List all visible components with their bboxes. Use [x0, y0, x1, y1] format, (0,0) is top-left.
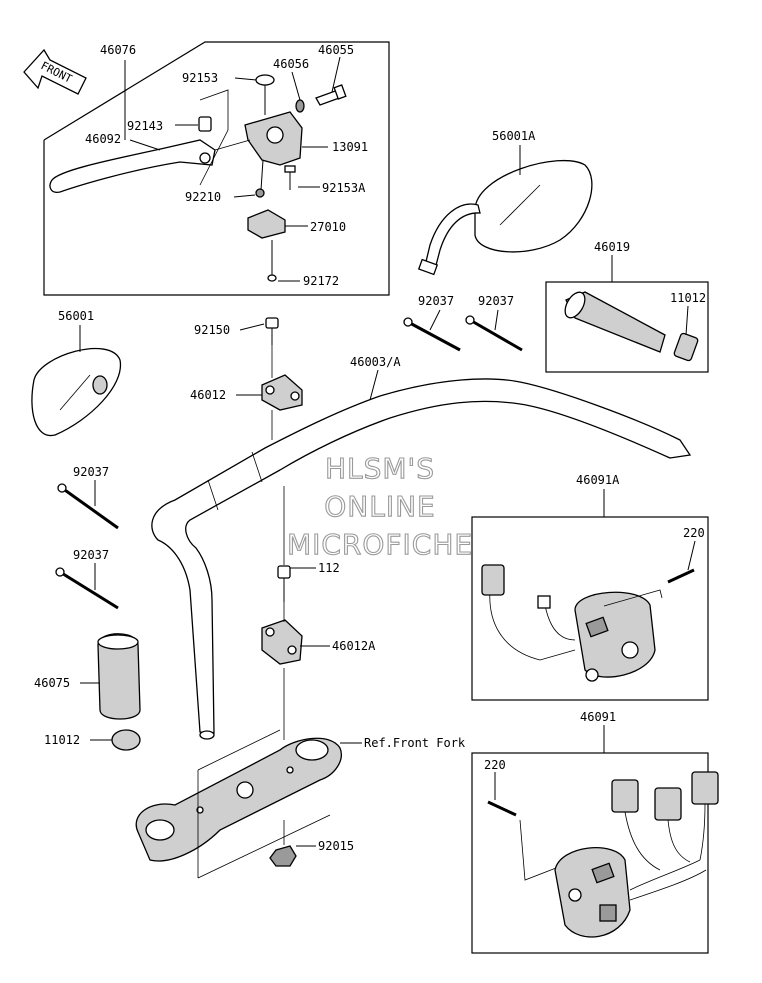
mirror-56001a-part	[417, 159, 593, 276]
clamp-bolt-92037-d-part	[55, 567, 119, 610]
lever-holder-part	[214, 111, 303, 166]
lever-assembly-box	[43, 41, 390, 296]
label-ref-front-fork: Ref.Front Fork	[364, 736, 466, 750]
pivot-bolt-part	[255, 74, 275, 115]
grip-box	[545, 281, 709, 373]
screw-220-b-part	[487, 800, 517, 817]
label-11012-bottom: 11012	[44, 733, 80, 747]
switch-46091a-part	[481, 564, 656, 682]
centerline-risers	[271, 345, 285, 845]
label-46012: 46012	[190, 388, 226, 402]
switch-46091-leaders	[519, 819, 557, 881]
switch-46091a-leaders	[603, 589, 663, 607]
label-46091: 46091	[580, 710, 616, 724]
grip-46075-part	[97, 633, 141, 720]
triple-clamp-guides	[197, 729, 331, 879]
label-220-a: 220	[683, 526, 705, 540]
switch-46091a-box	[471, 516, 709, 701]
watermark-line-3: MICROFICHE	[287, 528, 473, 561]
leader-lines	[79, 56, 696, 847]
label-92153a: 92153A	[322, 181, 366, 195]
label-92210: 92210	[185, 190, 221, 204]
label-92037-b: 92037	[478, 294, 514, 308]
label-46075: 46075	[34, 676, 70, 690]
label-46092: 46092	[85, 132, 121, 146]
bolt-46055-part	[315, 84, 347, 106]
label-112: 112	[318, 561, 340, 575]
clutch-lever-part	[49, 139, 216, 193]
lever-bracket-lines	[199, 89, 229, 186]
watermark-line-2: ONLINE	[324, 490, 435, 523]
watermark: HLSM'S ONLINE MICROFICHE	[286, 451, 473, 561]
clamp-bolt-92037-a-part	[403, 317, 461, 352]
label-92172: 92172	[303, 274, 339, 288]
label-46055: 46055	[318, 43, 354, 57]
label-92037-d: 92037	[73, 548, 109, 562]
switch-46091-part	[554, 771, 719, 938]
label-56001a: 56001A	[492, 129, 536, 143]
clamp-46012-part	[261, 374, 303, 411]
endcap-11012-bottom-part	[111, 729, 141, 751]
watermark-line-1: HLSM'S	[325, 452, 435, 485]
clamp-bolt-92037-c-part	[57, 483, 119, 530]
handlebar-46003a-part	[151, 378, 692, 740]
nut-92015-part	[269, 845, 297, 867]
label-92150: 92150	[194, 323, 230, 337]
triple-clamp-part	[135, 737, 342, 862]
label-46012a: 46012A	[332, 639, 376, 653]
mirror-56001-part	[31, 347, 122, 437]
label-46076: 46076	[100, 43, 136, 57]
label-27010: 27010	[310, 220, 346, 234]
bolt-112-part	[277, 565, 291, 602]
label-92153: 92153	[182, 71, 218, 85]
label-46003a: 46003/A	[350, 355, 401, 369]
label-13091: 13091	[332, 140, 368, 154]
label-46019: 46019	[594, 240, 630, 254]
label-11012-top: 11012	[670, 291, 706, 305]
label-92037-c: 92037	[73, 465, 109, 479]
nut-92210-part	[255, 159, 265, 198]
screw-220-a-part	[667, 568, 695, 584]
label-46091a: 46091A	[576, 473, 620, 487]
endcap-11012-top-part	[673, 332, 699, 362]
washer-46056-part	[295, 99, 305, 113]
label-220-b: 220	[484, 758, 506, 772]
switch-27010-part	[247, 209, 286, 239]
label-92143: 92143	[127, 119, 163, 133]
screw-92172-part	[267, 240, 277, 282]
label-92015: 92015	[318, 839, 354, 853]
label-46056: 46056	[273, 57, 309, 71]
bolt-92150-part	[265, 317, 279, 345]
grip-46019-part	[564, 291, 666, 353]
label-56001: 56001	[58, 309, 94, 323]
clamp-46012a-part	[261, 619, 303, 665]
collar-92143-part	[198, 116, 212, 132]
label-92037-a: 92037	[418, 294, 454, 308]
front-arrow-icon: FRONT	[23, 48, 87, 95]
clamp-bolt-92037-b-part	[465, 315, 523, 352]
switch-46091-box	[471, 752, 709, 954]
part-labels: 46076 46055 92153 46056 92143 46092 1309…	[34, 43, 706, 853]
screw-92153a-part	[284, 165, 296, 190]
